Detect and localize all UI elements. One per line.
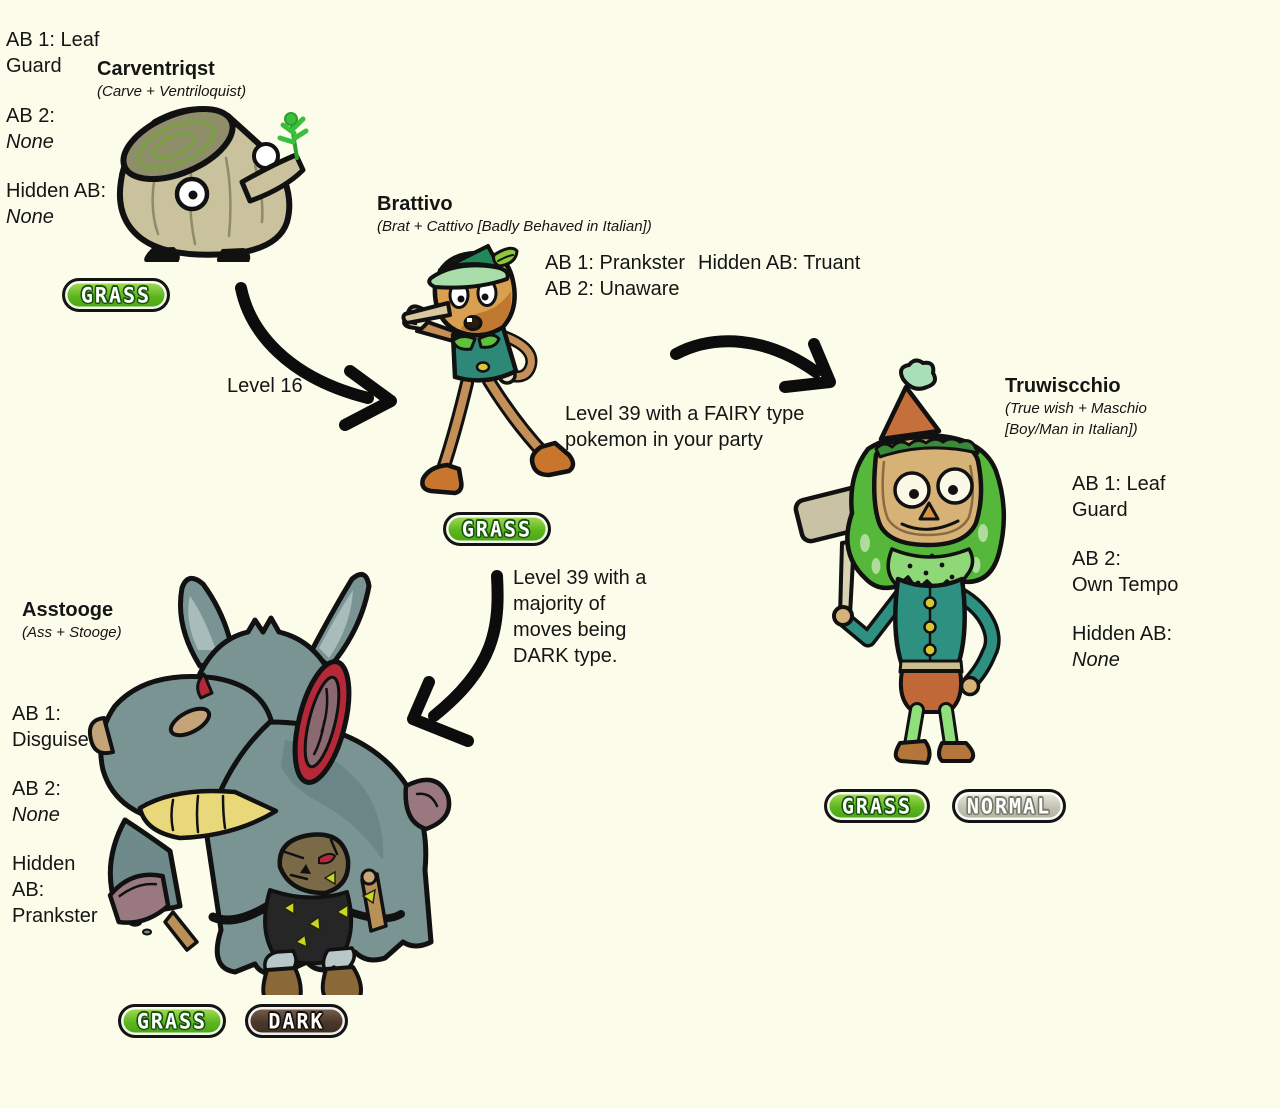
brattivo-ability1: AB 1: Prankster [545,252,686,274]
ability-text: None [6,206,54,228]
carventriqst-drawing [116,105,309,262]
type-badge-grass-brattivo: GRASS [443,512,551,546]
condition-text: majority of [513,593,606,615]
asstooge-ability2: AB 2: None [12,776,61,828]
asstooge-etymology: (Ass + Stooge) [22,624,122,641]
etymology-text: (True wish + Maschio [1005,400,1147,417]
evolution-condition-fairy: Level 39 with a FAIRY type pokemon in you… [565,401,804,453]
asstooge-name: Asstooge [22,599,114,621]
carventriqst-etymology: (Carve + Ventriloquist) [97,83,247,100]
badge-label: NORMAL [966,793,1052,819]
ability-text: Guard [6,55,62,77]
ability-text: AB 1: [12,703,61,725]
badge-label: GRASS [136,1008,208,1034]
ability-text: None [12,804,60,826]
badge-label: GRASS [80,282,152,308]
brattivo-artwork [401,244,576,496]
ability-text: AB 2: [6,105,55,127]
ability-text: Own Tempo [1072,574,1179,596]
truwiscchio-ability2: AB 2: Own Tempo [1072,546,1178,598]
type-badge-grass-truwiscchio: GRASS [824,789,930,823]
arrow-brattivo-to-truwiscchio [670,335,836,393]
arrow-carventriqst-to-brattivo [235,282,397,431]
ability-text: AB 2: [12,778,61,800]
carventriqst-name: Carventriqst [97,58,215,80]
type-badge-grass-asstooge: GRASS [118,1004,226,1038]
condition-text: Level 39 with a FAIRY type [565,403,805,425]
ability-text: AB 1: Leaf [1072,473,1166,495]
condition-text: pokemon in your party [565,429,763,451]
condition-text: Level 39 with a [513,567,647,589]
asstooge-artwork [87,571,452,995]
ability-text: Hidden AB: [6,180,107,202]
truwiscchio-artwork [793,358,1007,765]
ability-text: Hidden AB: [1072,623,1173,645]
carventriqst-ability2: AB 2: None [6,103,55,155]
ability-text: None [1072,649,1120,671]
condition-text: moves being [513,619,627,641]
truwiscchio-etymology: (True wish + Maschio [Boy/Man in Italian]… [1005,398,1147,440]
ability-text: AB 1: Leaf [6,29,100,51]
type-badge-dark-asstooge: DARK [245,1004,348,1038]
ability-text: Prankster [12,905,98,927]
ability-text: Hidden [12,853,76,875]
asstooge-drawing [87,571,452,995]
ability-text: Disguise [12,729,89,751]
carventriqst-artwork [116,105,309,262]
truwiscchio-name: Truwiscchio [1005,375,1121,397]
ability-text: AB: [12,879,45,901]
etymology-text: [Boy/Man in Italian]) [1005,421,1138,438]
brattivo-etymology: (Brat + Cattivo [Badly Behaved in Italia… [377,218,652,235]
type-badge-grass-carventriqst: GRASS [62,278,170,312]
brattivo-hidden-ability: Hidden AB: Truant [698,252,861,274]
condition-text: DARK type. [513,645,618,667]
ability-text: Guard [1072,499,1128,521]
badge-label: GRASS [461,516,533,542]
badge-label: GRASS [841,793,913,819]
asstooge-ability1: AB 1: Disguise [12,701,89,753]
brattivo-name: Brattivo [377,193,453,215]
ability-text: None [6,131,54,153]
brattivo-drawing [401,244,576,496]
truwiscchio-drawing [793,358,1007,765]
evolution-condition-level16: Level 16 [227,375,303,397]
arrow-brattivo-to-asstooge [407,570,504,747]
badge-label: DARK [268,1008,325,1034]
truwiscchio-hidden-ability: Hidden AB: None [1072,621,1172,673]
type-badge-normal-truwiscchio: NORMAL [952,789,1066,823]
brattivo-ability2: AB 2: Unaware [545,278,680,300]
ability-text: AB 2: [1072,548,1121,570]
carventriqst-hidden-ability: Hidden AB: None [6,178,106,230]
